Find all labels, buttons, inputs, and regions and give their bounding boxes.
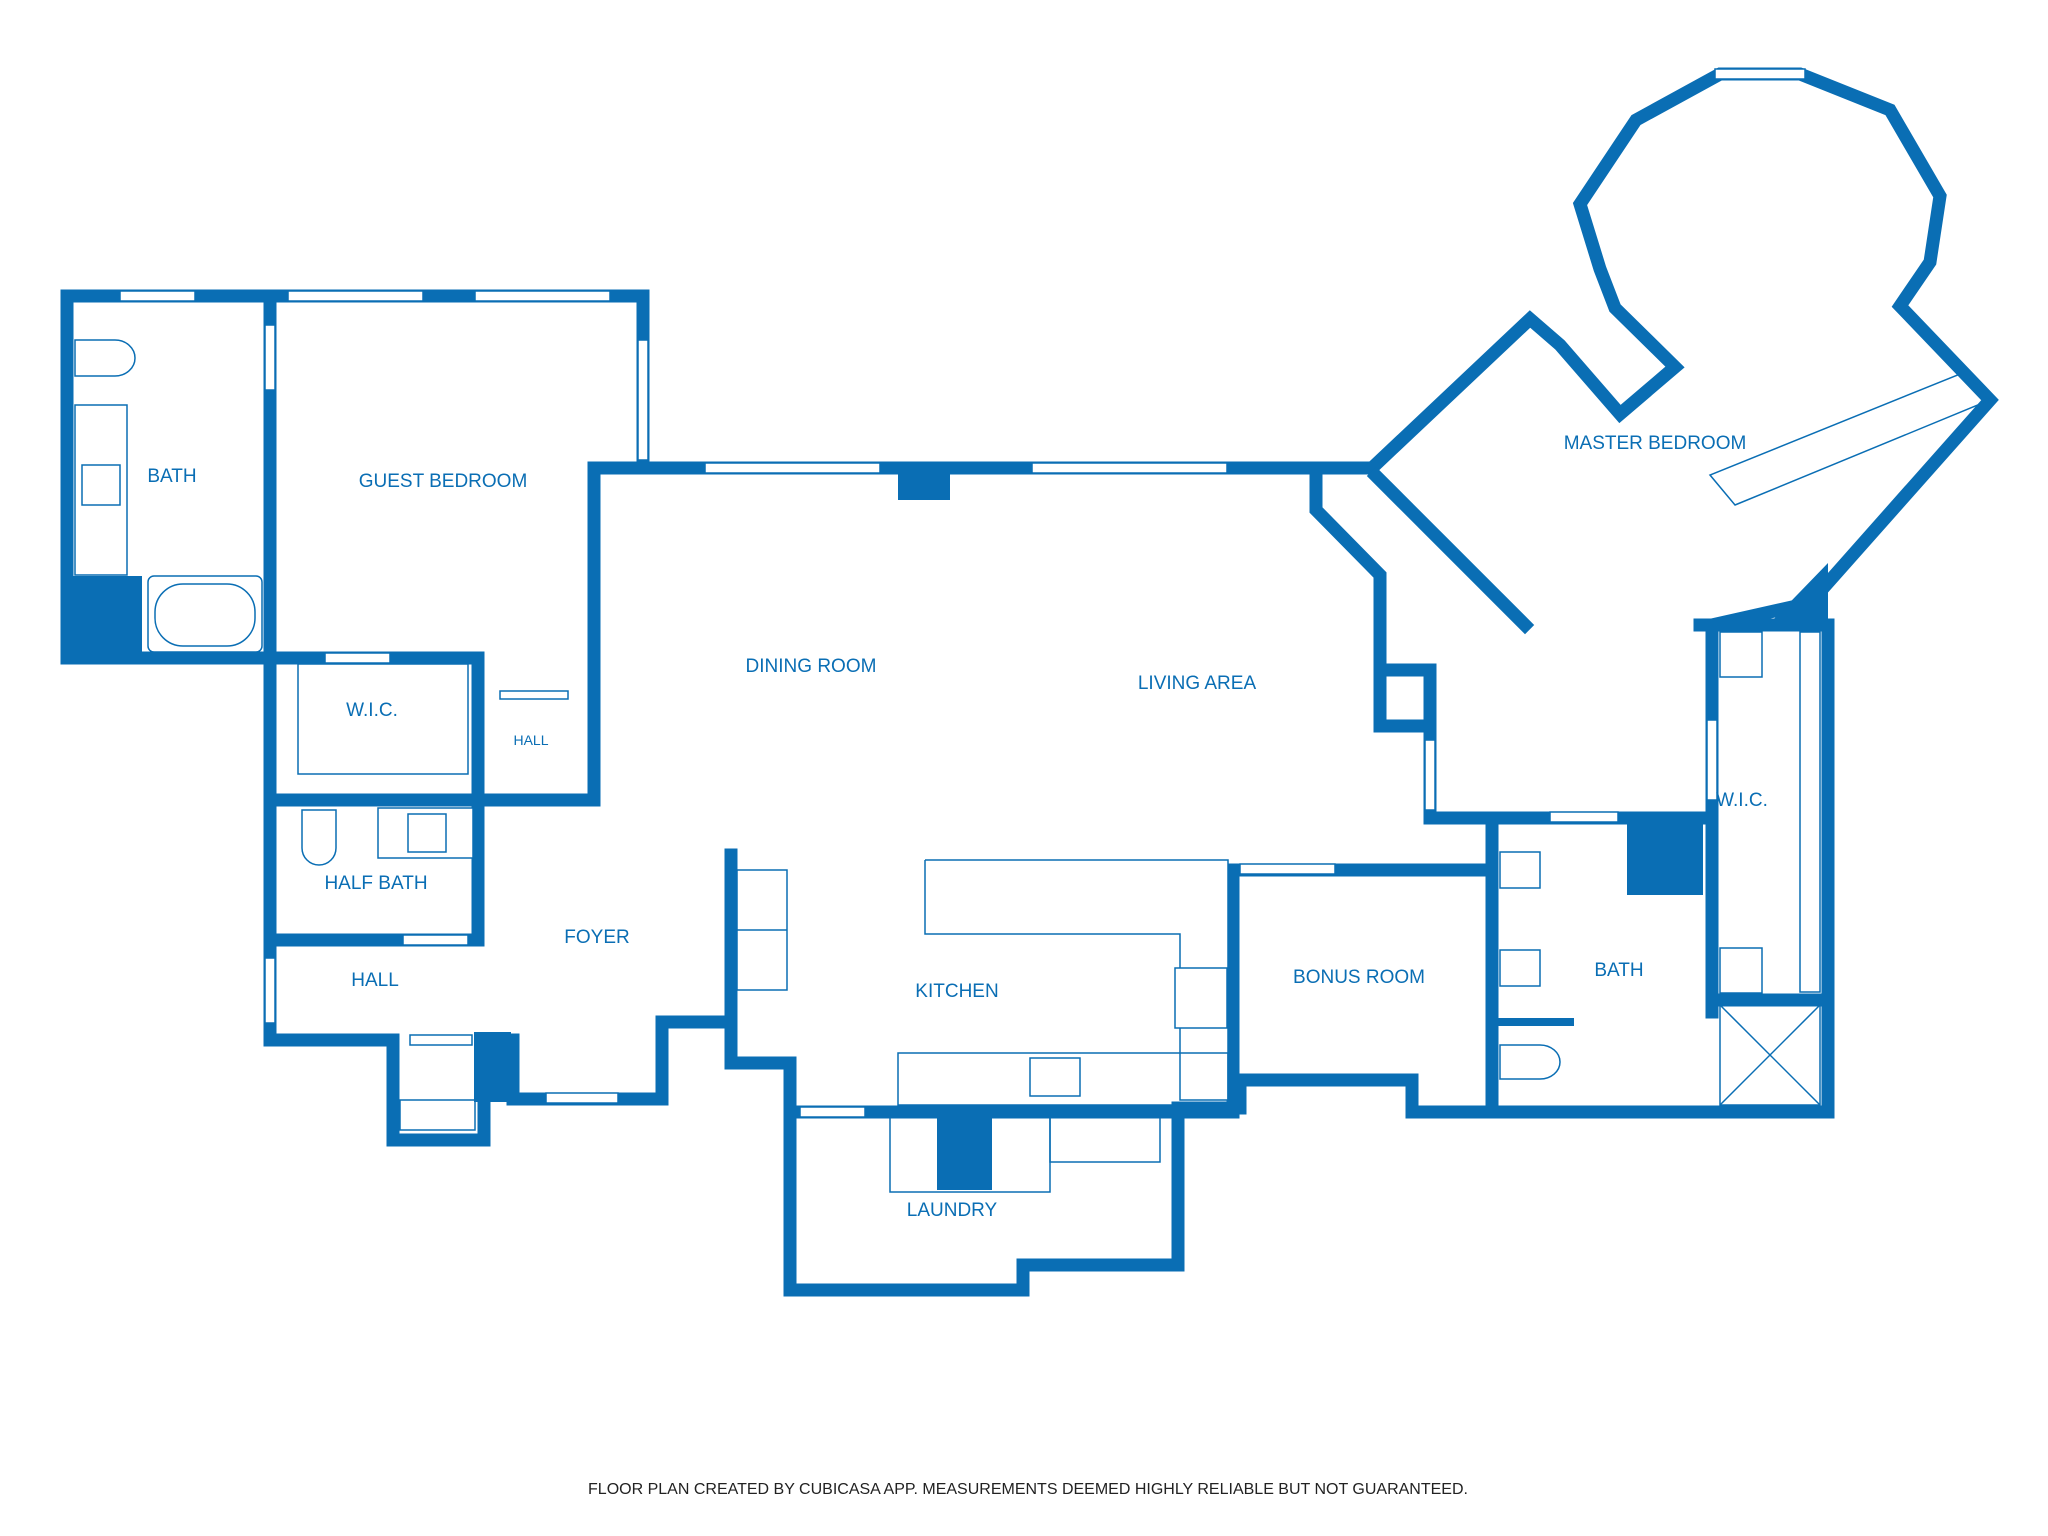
room-label-wic-right: W.I.C.	[1716, 790, 1768, 811]
room-label-half-bath: HALF BATH	[324, 873, 427, 894]
sink-icon	[1499, 949, 1541, 987]
fixtures	[74, 339, 1992, 1193]
room-label-bath-left: BATH	[147, 466, 196, 487]
footer-disclaimer: FLOOR PLAN CREATED BY CUBICASA APP. MEAS…	[588, 1481, 1468, 1498]
bathtub-icon	[147, 575, 263, 653]
room-label-dining-room: DINING ROOM	[746, 656, 877, 677]
sink-icon	[81, 464, 121, 506]
room-label-living-area: LIVING AREA	[1138, 673, 1257, 694]
toilet-icon	[301, 809, 337, 866]
room-labels: BATH GUEST BEDROOM DINING ROOM LIVING AR…	[147, 433, 1768, 1221]
toilet-icon	[74, 339, 136, 377]
room-label-bath-right: BATH	[1594, 960, 1643, 981]
room-label-hall-small: HALL	[513, 732, 548, 748]
room-label-wic-left: W.I.C.	[346, 700, 398, 721]
sink-icon	[1029, 1057, 1081, 1097]
room-label-kitchen: KITCHEN	[915, 981, 998, 1002]
room-label-bonus-room: BONUS ROOM	[1293, 967, 1425, 988]
room-label-master-bedroom: MASTER BEDROOM	[1564, 433, 1747, 454]
room-label-laundry: LAUNDRY	[907, 1200, 998, 1221]
sink-icon	[1499, 851, 1541, 889]
room-label-foyer: FOYER	[564, 927, 629, 948]
toilet-icon	[1499, 1044, 1561, 1080]
stove-icon	[1174, 967, 1228, 1029]
room-label-guest-bedroom: GUEST BEDROOM	[359, 471, 528, 492]
windows	[119, 68, 1806, 1118]
walls	[60, 67, 1999, 1297]
sink-icon	[407, 813, 447, 853]
kitchen-island	[924, 859, 1229, 1101]
solid-blocks	[67, 468, 1828, 1190]
room-label-hall: HALL	[351, 970, 399, 991]
